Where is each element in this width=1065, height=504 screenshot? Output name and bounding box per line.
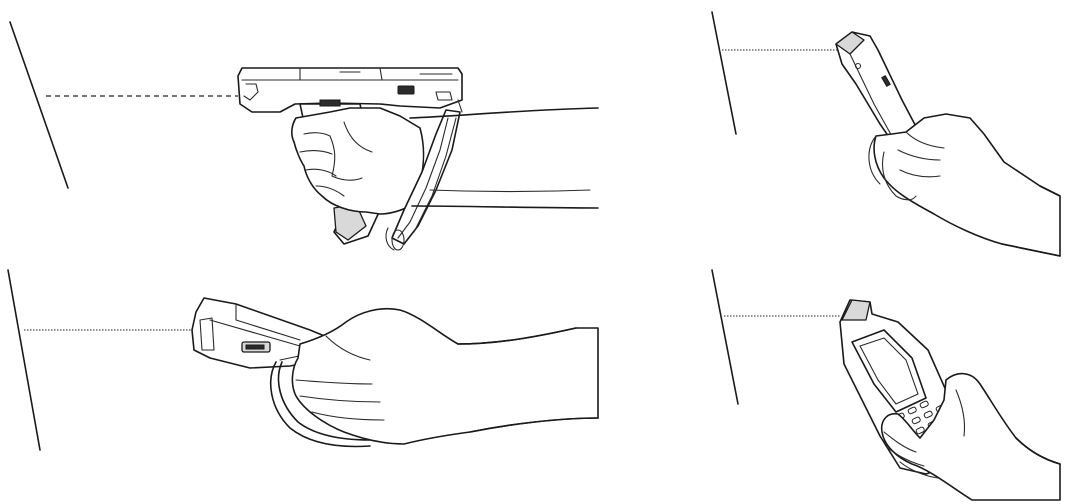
panel-bottom-right — [712, 270, 1060, 500]
target-surface-line — [10, 22, 68, 188]
panel-bottom-left — [8, 270, 598, 450]
panel-top-right — [712, 12, 1060, 256]
panel-top-left — [10, 22, 598, 250]
hand-fist — [292, 108, 424, 214]
target-surface-line — [712, 270, 738, 404]
hand-holding-flat — [292, 309, 598, 444]
hand-holding-side — [869, 114, 1060, 256]
target-surface-line — [712, 12, 736, 134]
target-surface-line — [8, 270, 40, 450]
